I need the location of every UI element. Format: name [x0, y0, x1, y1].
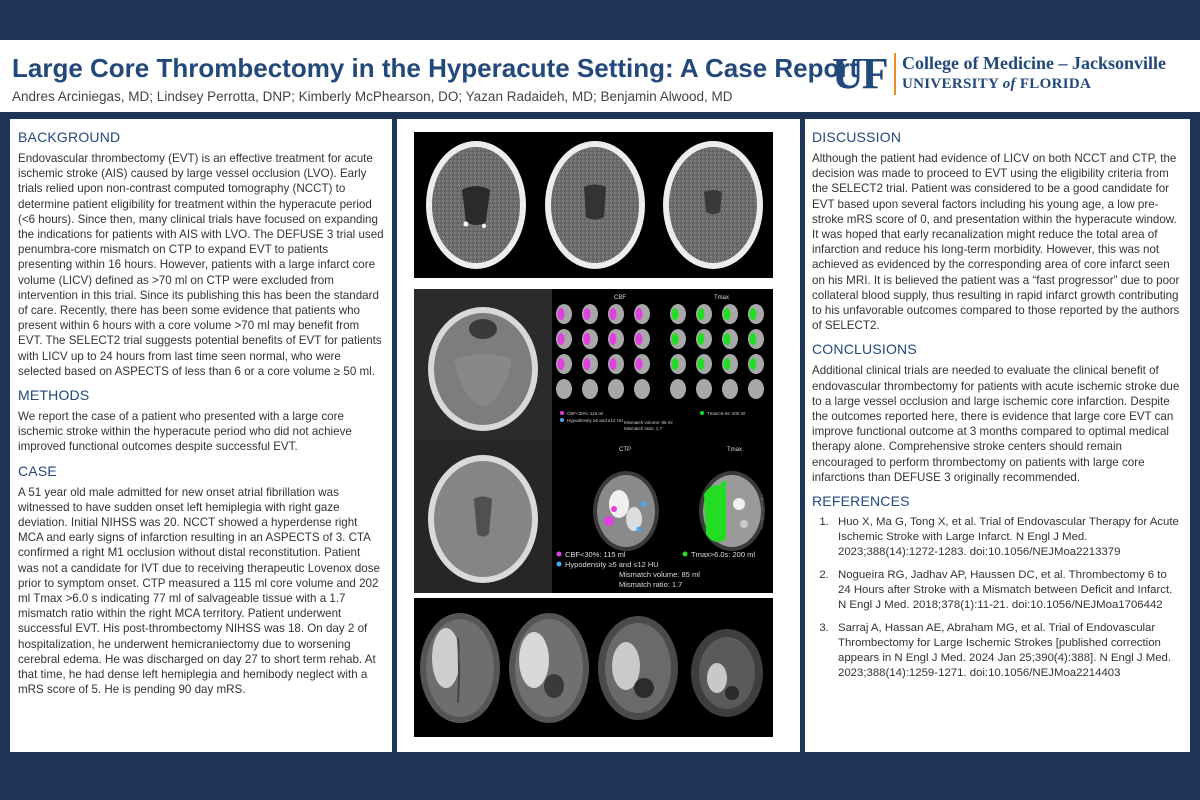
core-lesion-mark	[583, 333, 591, 345]
ctp-thumbnail	[634, 379, 650, 399]
ctp-thumbnail	[556, 379, 572, 399]
left-column: BACKGROUND Endovascular thrombectomy (EV…	[10, 119, 392, 752]
background-text: Endovascular thrombectomy (EVT) is an ef…	[18, 152, 384, 378]
references-heading: REFERENCES	[812, 493, 910, 510]
small-legend-cbf: CBF<30%: 115 ml	[567, 411, 603, 416]
tmax-lesion-mark	[723, 333, 731, 345]
logo-university-word: UNIVERSITY	[902, 76, 1003, 92]
mismatch-volume: Mismatch volume: 85 ml	[619, 570, 700, 579]
methods-text: We report the case of a patient who pres…	[18, 410, 352, 454]
ctp-slice-grid	[556, 304, 764, 399]
core-lesion-mark	[583, 308, 591, 320]
institution-logo: UF College of Medicine – Jacksonville UN…	[832, 49, 1192, 101]
core-lesion-mark	[557, 358, 565, 370]
tmax-lesion-mark	[671, 308, 679, 320]
background-heading: BACKGROUND	[18, 129, 121, 145]
tmax-lesion-mark	[671, 358, 679, 370]
small-mismatch-volume: Mismatch volume: 85 ml	[624, 420, 673, 425]
small-mismatch-ratio: Mismatch ratio: 1.7	[624, 426, 663, 431]
tmax-header: Tmax	[714, 295, 729, 301]
small-legend-tmax: Tmax>6.0s: 200 ml	[707, 411, 745, 416]
core-lesion-mark	[609, 358, 617, 370]
core-lesion-mark	[609, 333, 617, 345]
ctp-thumbnail	[582, 379, 598, 399]
reference-item: Huo X, Ma G, Tong X, et al. Trial of End…	[832, 515, 1182, 560]
legend-hypodensity: Hypodensity ≥5 and ≤12 HU	[565, 560, 659, 569]
poster-authors: Andres Arciniegas, MD; Lindsey Perrotta,…	[12, 89, 733, 104]
tmax-lesion-mark	[697, 333, 705, 345]
tmax-lesion-mark	[749, 358, 757, 370]
tmax-map-header: Tmax	[727, 447, 742, 453]
ctp-thumbnail	[748, 379, 764, 399]
legend-cbf: CBF<30%: 115 ml	[565, 550, 626, 559]
tmax-perfusion-map	[699, 471, 765, 551]
reference-item: Sarraj A, Hassan AE, Abraham MG, et al. …	[832, 621, 1182, 681]
dwi-slice-2	[509, 613, 589, 723]
tmax-lesion-mark	[749, 333, 757, 345]
methods-heading: METHODS	[18, 387, 90, 404]
logo-florida-word: FLORIDA	[1015, 76, 1092, 92]
ctp-thumbnail	[670, 379, 686, 399]
logo-of-word: of	[1002, 76, 1016, 92]
logo-college-line: College of Medicine – Jacksonville	[902, 53, 1166, 73]
tmax-lesion-mark	[697, 358, 705, 370]
tmax-lesion-mark	[697, 308, 705, 320]
reference-item: Nogueira RG, Jadhav AP, Haussen DC, et a…	[832, 568, 1182, 613]
tmax-lesion-mark	[723, 308, 731, 320]
dwi-slice-1	[420, 613, 500, 723]
ctp-thumbnail	[722, 379, 738, 399]
references-list: Huo X, Ma G, Tong X, et al. Trial of End…	[812, 515, 1182, 681]
ctp-thumbnail	[608, 379, 624, 399]
legend-tmax: Tmax>6.0s: 200 ml	[691, 550, 755, 559]
ncct-slice-3	[663, 141, 763, 269]
ncct-image-panel	[414, 132, 773, 278]
poster-title: Large Core Thrombectomy in the Hyperacut…	[12, 53, 859, 83]
ctp-map-header: CTP	[619, 447, 631, 453]
case-text: A 51 year old male admitted for new onse…	[18, 485, 380, 697]
small-legend-hypodensity: Hypodensity ≥5 and ≤12 HU	[567, 418, 623, 423]
mismatch-ratio: Mismatch ratio: 1.7	[619, 580, 682, 589]
poster-header: Large Core Thrombectomy in the Hyperacut…	[0, 40, 1200, 112]
top-band	[0, 0, 1200, 40]
core-lesion-mark	[583, 358, 591, 370]
tmax-lesion-mark	[671, 333, 679, 345]
cbf-header: CBF	[614, 295, 626, 301]
dwi-slice-4	[691, 629, 763, 717]
core-lesion-mark	[635, 358, 643, 370]
tmax-lesion-mark	[723, 358, 731, 370]
core-lesion-mark	[557, 333, 565, 345]
core-lesion-mark	[635, 333, 643, 345]
ncct-slice-2	[545, 141, 645, 269]
discussion-text: Although the patient had evidence of LIC…	[812, 152, 1180, 333]
core-lesion-mark	[557, 308, 565, 320]
ncct-slice-1	[426, 141, 526, 269]
uf-logo-mark: UF	[832, 49, 889, 98]
imaging-column: CBF Tmax CBF<30%: 115 ml Hypodensity ≥5 …	[397, 119, 800, 752]
case-heading: CASE	[18, 462, 57, 479]
conclusions-text: Additional clinical trials are needed to…	[812, 364, 1180, 484]
mri-dwi-image-panel	[414, 598, 773, 737]
bottom-band	[0, 760, 1200, 800]
ctp-core-map	[593, 471, 659, 551]
core-lesion-mark	[609, 308, 617, 320]
logo-university-line: UNIVERSITY of FLORIDA	[902, 76, 1091, 93]
core-lesion-mark	[635, 308, 643, 320]
discussion-heading: DISCUSSION	[812, 129, 902, 145]
dwi-slice-3	[598, 616, 678, 720]
conclusions-heading: CONCLUSIONS	[812, 341, 917, 358]
tmax-lesion-mark	[749, 308, 757, 320]
right-column: DISCUSSION Although the patient had evid…	[805, 119, 1190, 752]
tmax-color-scale	[760, 494, 764, 529]
ctp-thumbnail	[696, 379, 712, 399]
cta-ctp-image-panel: CBF Tmax CBF<30%: 115 ml Hypodensity ≥5 …	[414, 289, 773, 593]
logo-divider	[894, 53, 896, 95]
